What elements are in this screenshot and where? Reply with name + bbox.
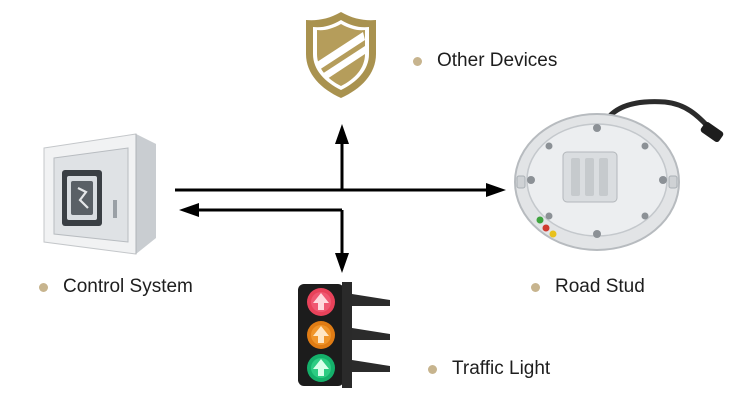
- bullet-dot: [39, 282, 48, 292]
- control-system-text: Control System: [63, 276, 193, 297]
- road-stud-icon: [505, 92, 725, 262]
- traffic-light-text: Traffic Light: [452, 358, 551, 379]
- arrowhead-left: [179, 203, 199, 217]
- bullet-dot: [413, 56, 422, 66]
- arrowhead-up: [335, 124, 349, 144]
- arrowhead-down: [335, 253, 349, 273]
- control-system-label: Control System: [39, 276, 193, 298]
- arrowhead-right: [486, 183, 506, 197]
- road-stud-text: Road Stud: [555, 276, 645, 297]
- other-devices-label: Other Devices: [413, 50, 557, 72]
- traffic-light-label: Traffic Light: [428, 358, 550, 380]
- bullet-dot: [531, 282, 540, 292]
- shield-icon: [303, 10, 379, 100]
- bullet-dot: [428, 364, 437, 374]
- other-devices-text: Other Devices: [437, 50, 558, 71]
- traffic-light-icon: [298, 280, 393, 388]
- control-cabinet-icon: [40, 130, 160, 260]
- road-stud-label: Road Stud: [531, 276, 645, 298]
